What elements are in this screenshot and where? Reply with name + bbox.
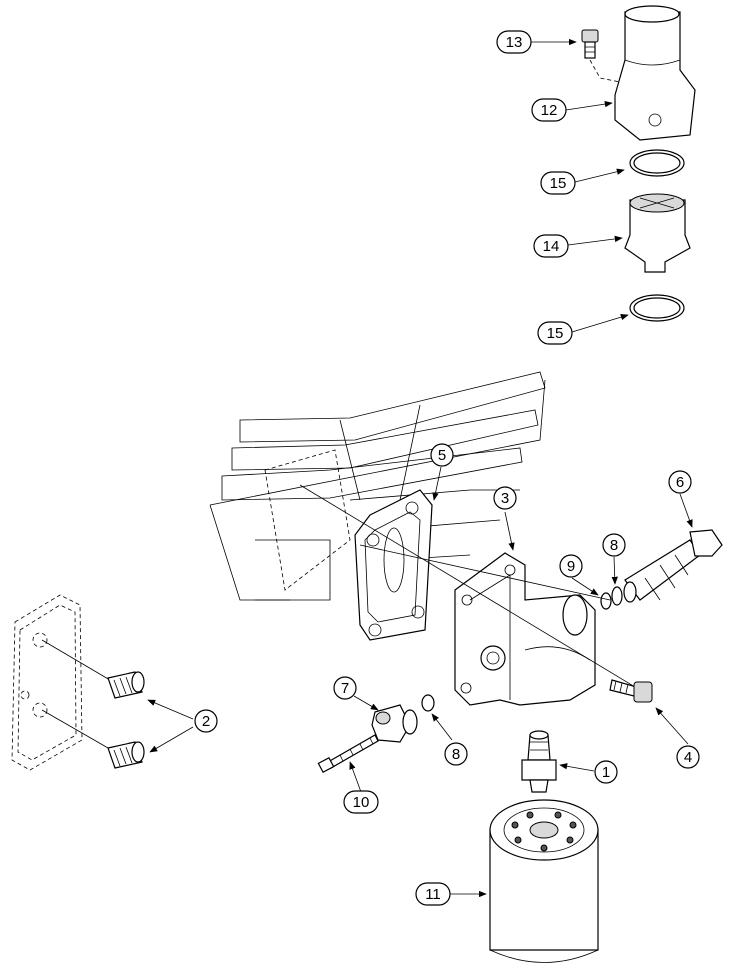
valve-part-6	[623, 529, 723, 603]
screw-part-10	[317, 734, 379, 774]
svg-text:15: 15	[550, 175, 567, 192]
svg-text:10: 10	[353, 794, 370, 811]
svg-text:9: 9	[567, 558, 575, 575]
filter-head-part-3	[454, 552, 596, 706]
callout-8-upper: 8	[602, 533, 626, 557]
o-ring-part-9	[600, 592, 612, 610]
svg-text:7: 7	[341, 680, 349, 697]
o-ring-part-15-top	[629, 149, 685, 177]
plug-part-2-lower	[107, 741, 145, 769]
sender-part-7	[371, 704, 418, 743]
svg-text:6: 6	[676, 474, 684, 491]
callout-15-bottom: 15	[537, 321, 573, 345]
svg-text:15: 15	[547, 325, 564, 342]
svg-text:5: 5	[438, 447, 446, 464]
engine-block-outline	[209, 371, 546, 601]
svg-text:8: 8	[452, 746, 460, 763]
plug-part-2-upper	[107, 671, 145, 699]
callout-5: 5	[430, 443, 454, 467]
cover-plate-part-2	[11, 594, 116, 771]
callout-10: 10	[343, 790, 379, 814]
callout-4: 4	[676, 745, 700, 769]
svg-text:14: 14	[543, 238, 560, 255]
callout-11: 11	[415, 882, 451, 906]
svg-text:3: 3	[501, 490, 509, 507]
svg-text:11: 11	[425, 886, 441, 903]
filter-cartridge-part-11	[489, 799, 599, 963]
svg-text:4: 4	[684, 749, 692, 766]
callout-2: 2	[194, 709, 218, 733]
svg-text:12: 12	[541, 102, 558, 119]
leader-lines	[147, 38, 693, 898]
svg-text:1: 1	[602, 764, 610, 781]
fitting-part-1	[521, 730, 557, 793]
callout-8-lower: 8	[444, 742, 468, 766]
callout-14: 14	[533, 234, 569, 258]
callout-15-top: 15	[540, 171, 576, 195]
o-ring-part-8-lower	[421, 694, 435, 712]
callout-9: 9	[559, 554, 583, 578]
bolt-part-4	[609, 679, 653, 703]
callout-3: 3	[493, 486, 517, 510]
svg-text:8: 8	[610, 537, 618, 554]
thermostat-part-14	[624, 193, 691, 273]
svg-text:13: 13	[506, 34, 523, 51]
svg-text:2: 2	[202, 713, 210, 730]
o-ring-part-8-upper	[611, 586, 623, 606]
assembly-guide-lines	[299, 484, 641, 691]
o-ring-part-15-bottom	[629, 294, 685, 322]
callout-7: 7	[333, 676, 357, 700]
thermostat-housing-part-12	[614, 5, 696, 141]
callout-6: 6	[668, 470, 692, 494]
callout-13: 13	[496, 30, 532, 54]
bolt-part-13	[581, 29, 656, 119]
callout-1: 1	[594, 760, 618, 784]
gasket-part-5	[354, 489, 433, 641]
callout-12: 12	[531, 98, 567, 122]
